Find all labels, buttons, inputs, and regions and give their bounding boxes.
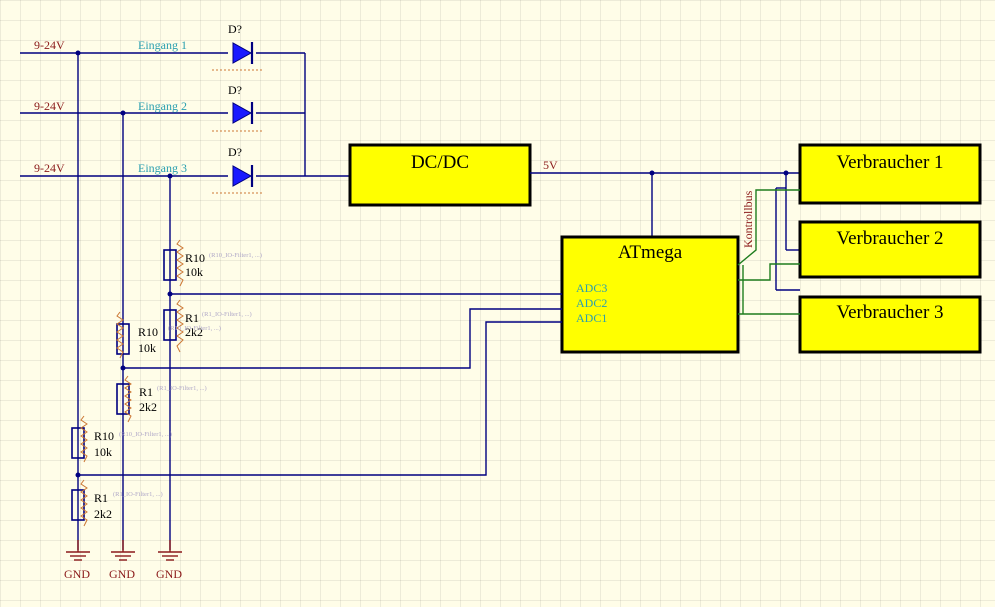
diode-designator-2: D?: [228, 83, 242, 97]
dcdc-label: DC/DC: [411, 152, 469, 173]
res-hint-1b: (R1_IO-Filter1, ...): [113, 491, 163, 498]
control-bus: [737, 189, 800, 315]
bus-label-kontrollbus: Kontrollbus: [741, 190, 755, 248]
port-label-eingang-3: Eingang 3: [138, 161, 187, 175]
load-block-1[interactable]: [798, 143, 982, 205]
wire-adc1: [78, 321, 562, 476]
load-label-1: Verbraucher 1: [836, 152, 943, 173]
net-label-5v: 5V: [543, 158, 558, 172]
wire-adc2: [123, 308, 562, 369]
res-hint-1a: (R10_IO-Filter1, ...): [119, 431, 172, 438]
ground-icon: [158, 540, 182, 561]
diode-icon: [212, 102, 262, 132]
res-designator-r1-2: R1: [139, 385, 153, 399]
res-value-2k2-2: 2k2: [139, 400, 157, 414]
ground-icon: [66, 540, 90, 561]
net-label-1: 9-24V: [34, 38, 65, 52]
res-hint-2b: (R1_IO-Filter1, ...): [157, 385, 207, 392]
res-hint-2a: (R10_IO-Filter1, ...): [168, 325, 221, 332]
resistor-icon: [71, 415, 88, 463]
load-label-3: Verbraucher 3: [836, 302, 943, 323]
pin-adc3: ADC3: [576, 281, 607, 295]
resistor-icon: [71, 479, 88, 527]
res-value-10k-3: 10k: [185, 265, 203, 279]
diode-designator-3: D?: [228, 145, 242, 159]
resistor-icon: [163, 239, 184, 287]
res-designator-r10-3: R10: [185, 251, 205, 265]
res-value-10k-1: 10k: [94, 445, 112, 459]
pin-adc2: ADC2: [576, 296, 607, 310]
ground-icon: [111, 540, 135, 561]
load-label-2: Verbraucher 2: [836, 228, 943, 249]
res-hint-3b: (R1_IO-Filter1, ...): [202, 311, 252, 318]
load-block-3[interactable]: [798, 295, 982, 354]
resistor-icon: [116, 375, 132, 423]
port-label-eingang-2: Eingang 2: [138, 99, 187, 113]
atmega-block[interactable]: [560, 235, 740, 354]
atmega-label: ATmega: [618, 242, 683, 263]
net-label-3: 9-24V: [34, 161, 65, 175]
diode-icon: [212, 165, 262, 194]
res-value-2k2-3: 2k2: [185, 325, 203, 339]
load-block-2[interactable]: [798, 220, 982, 279]
dcdc-block[interactable]: [348, 143, 532, 207]
gnd-label-2: GND: [109, 567, 135, 581]
res-value-2k2-1: 2k2: [94, 507, 112, 521]
pin-adc1: ADC1: [576, 311, 607, 325]
gnd-label-3: GND: [156, 567, 182, 581]
res-designator-r1-3: R1: [185, 311, 199, 325]
resistor-icon: [163, 299, 184, 353]
res-hint-3a: (R10_IO-Filter1, ...): [209, 252, 262, 259]
diode-icon: [212, 42, 262, 71]
net-label-2: 9-24V: [34, 99, 65, 113]
res-value-10k-2: 10k: [138, 341, 156, 355]
res-designator-r10-2: R10: [138, 325, 158, 339]
port-label-eingang-1: Eingang 1: [138, 38, 187, 52]
diode-designator-1: D?: [228, 22, 242, 36]
gnd-label-1: GND: [64, 567, 90, 581]
res-designator-r10-1: R10: [94, 429, 114, 443]
res-designator-r1-1: R1: [94, 491, 108, 505]
resistor-icon: [116, 311, 130, 359]
